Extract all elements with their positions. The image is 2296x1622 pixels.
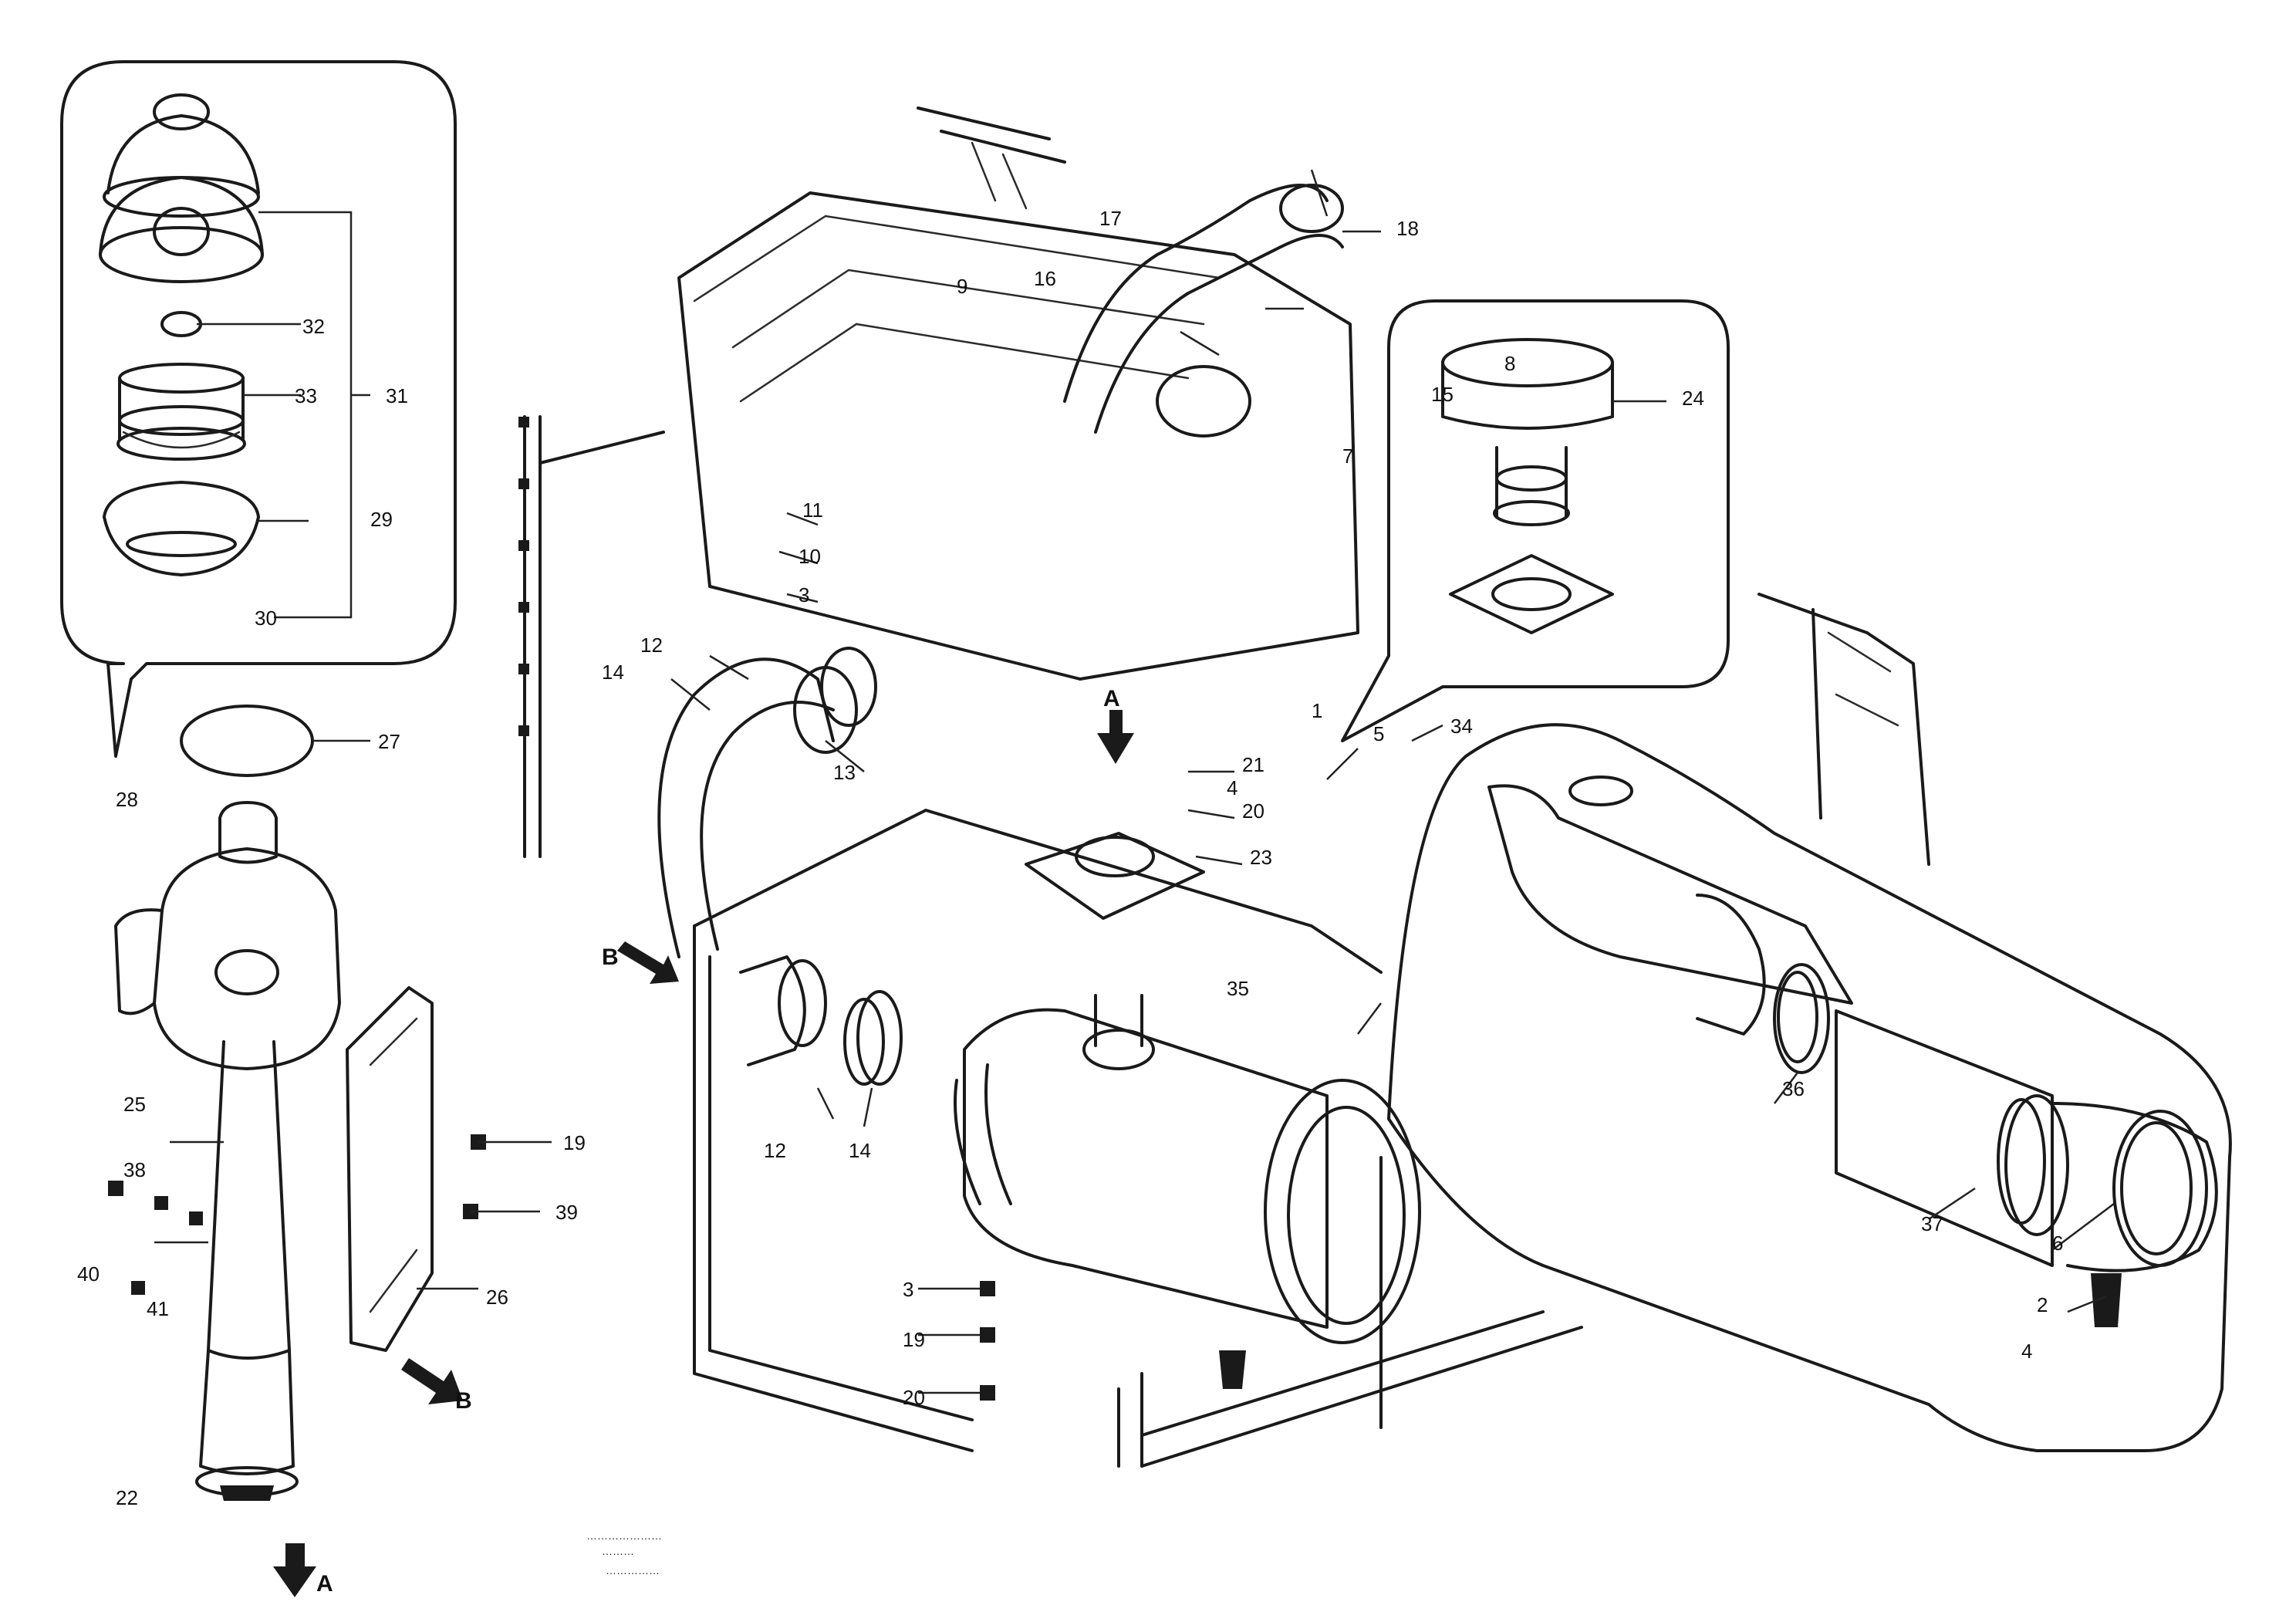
intake-pipe-assembly: [108, 705, 552, 1597]
callout-part-10: 10: [799, 545, 821, 568]
callout-part-36: 36: [1782, 1077, 1805, 1100]
callout-part-21: 21: [0, 0, 22, 5]
callout-part-20: 20: [1242, 799, 1264, 823]
callout-part-38: 38: [123, 1158, 146, 1181]
callout-part-33: 33: [295, 384, 317, 407]
callout-part-8: 8: [1504, 352, 1515, 375]
callout-part-30: 30: [255, 607, 277, 630]
callout-part-40: 40: [77, 1262, 100, 1286]
callout-part-28: 28: [116, 788, 138, 811]
air-cleaner-exploded-inset: [1387, 593, 2232, 1452]
callout-view-A: A: [316, 1571, 333, 1597]
callout-part-19: 19: [903, 1328, 925, 1351]
callout-part-16: 16: [1034, 267, 1056, 290]
callout-part-7: 7: [1342, 444, 1353, 468]
callout-part-39: 39: [555, 1201, 578, 1224]
callout-part-17: 17: [1099, 207, 1122, 230]
callout-part-25: 25: [123, 1093, 146, 1116]
callout-part-2: 2: [2037, 1293, 2048, 1316]
precleaner-top-inset: [1341, 299, 1730, 742]
footer-line-1: …………………: [586, 1529, 662, 1542]
callout-part-12: 12: [764, 1139, 786, 1162]
leader-lines: [670, 169, 1443, 1127]
callout-part-26: 26: [486, 1286, 508, 1309]
callout-part-19: 19: [563, 1131, 586, 1154]
callout-part-34: 34: [1450, 715, 1473, 738]
callout-part-41: 41: [147, 1297, 169, 1320]
callout-part-22: 22: [116, 1486, 138, 1509]
callout-part-23: 23: [1250, 846, 1272, 869]
callout-part-27: 27: [378, 730, 400, 753]
callout-part-14: 14: [849, 1139, 871, 1162]
callout-part-31: 31: [386, 384, 408, 407]
callout-part-20: 20: [903, 1386, 925, 1409]
callout-part-15: 15: [1431, 383, 1454, 406]
callout-part-13: 13: [833, 761, 856, 784]
callout-part-12: 12: [640, 634, 663, 657]
callout-part-35: 35: [1227, 977, 1249, 1000]
callout-part-24: 24: [1682, 387, 1704, 410]
callout-part-3: 3: [903, 1278, 913, 1301]
callout-part-18: 18: [1396, 217, 1419, 240]
callout-view-A: A: [1103, 686, 1120, 711]
callout-part-5: 5: [1373, 722, 1384, 745]
callout-part-9: 9: [957, 275, 967, 298]
callout-part-1: 1: [1312, 699, 1322, 722]
callout-part-3: 3: [799, 583, 809, 607]
callout-part-4: 4: [1227, 776, 1237, 799]
engine-outline: [518, 106, 1583, 1468]
footer-code: ……………: [606, 1564, 660, 1576]
callout-part-4: 4: [2021, 1340, 2032, 1363]
callout-view-B: B: [602, 944, 619, 970]
precleaner-detail-inset: [60, 60, 457, 758]
callout-part-14: 14: [602, 661, 624, 684]
callout-part-29: 29: [370, 508, 393, 531]
callout-part-6: 6: [2052, 1232, 2063, 1255]
callout-part-21: 21: [1242, 753, 1264, 776]
footer-line-2: ………: [602, 1545, 634, 1557]
callout-part-37: 37: [1921, 1212, 1943, 1235]
callout-view-B: B: [455, 1388, 472, 1414]
callout-part-32: 32: [302, 315, 325, 338]
callout-part-11: 11: [802, 498, 823, 522]
